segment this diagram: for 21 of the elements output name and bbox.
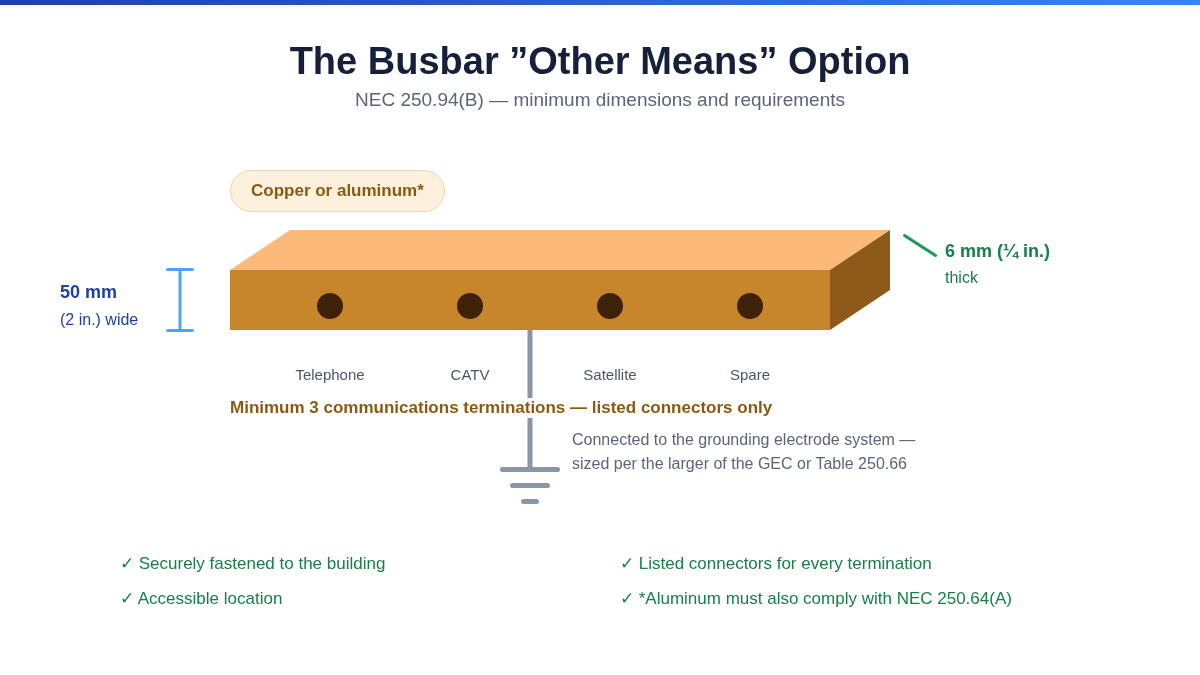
thickness-value: 6 mm (¼ in.) [945,241,1051,263]
busbar [230,230,890,330]
ground-wire [527,330,533,467]
title: The Busbar ”Other Means” Option [289,39,911,84]
terminal-label: Satellite [583,366,637,384]
ground-icon [500,467,560,505]
checklist-item: ✓ Securely fastened to the building [120,554,386,575]
terminal-label: CATV [450,366,490,384]
thickness-note: thick [945,268,978,288]
material-tag [230,170,445,212]
dimension-value: 50 mm [60,282,118,304]
checklist-item: ✓ *Aluminum must also comply with NEC 250.64(A) [620,589,1012,610]
terminal-label: Telephone [295,366,365,384]
checklist-item: ✓ Accessible location [120,589,283,610]
subtitle: NEC 250.94(B) — minimum dimensions and requirements [355,89,845,112]
dimension-note: (2 in.) wide [60,310,139,330]
terminal-label: Spare [730,366,770,384]
material-label: Copper or aluminum* [251,180,424,202]
checklist-item: ✓ Listed connectors for every termination [620,554,932,575]
requirement-note: Minimum 3 communications terminations — listed connectors only [230,398,773,419]
grounding-note: Connected to the grounding electrode system — sized per the larger of the GEC or Table 250.66 [572,430,917,474]
